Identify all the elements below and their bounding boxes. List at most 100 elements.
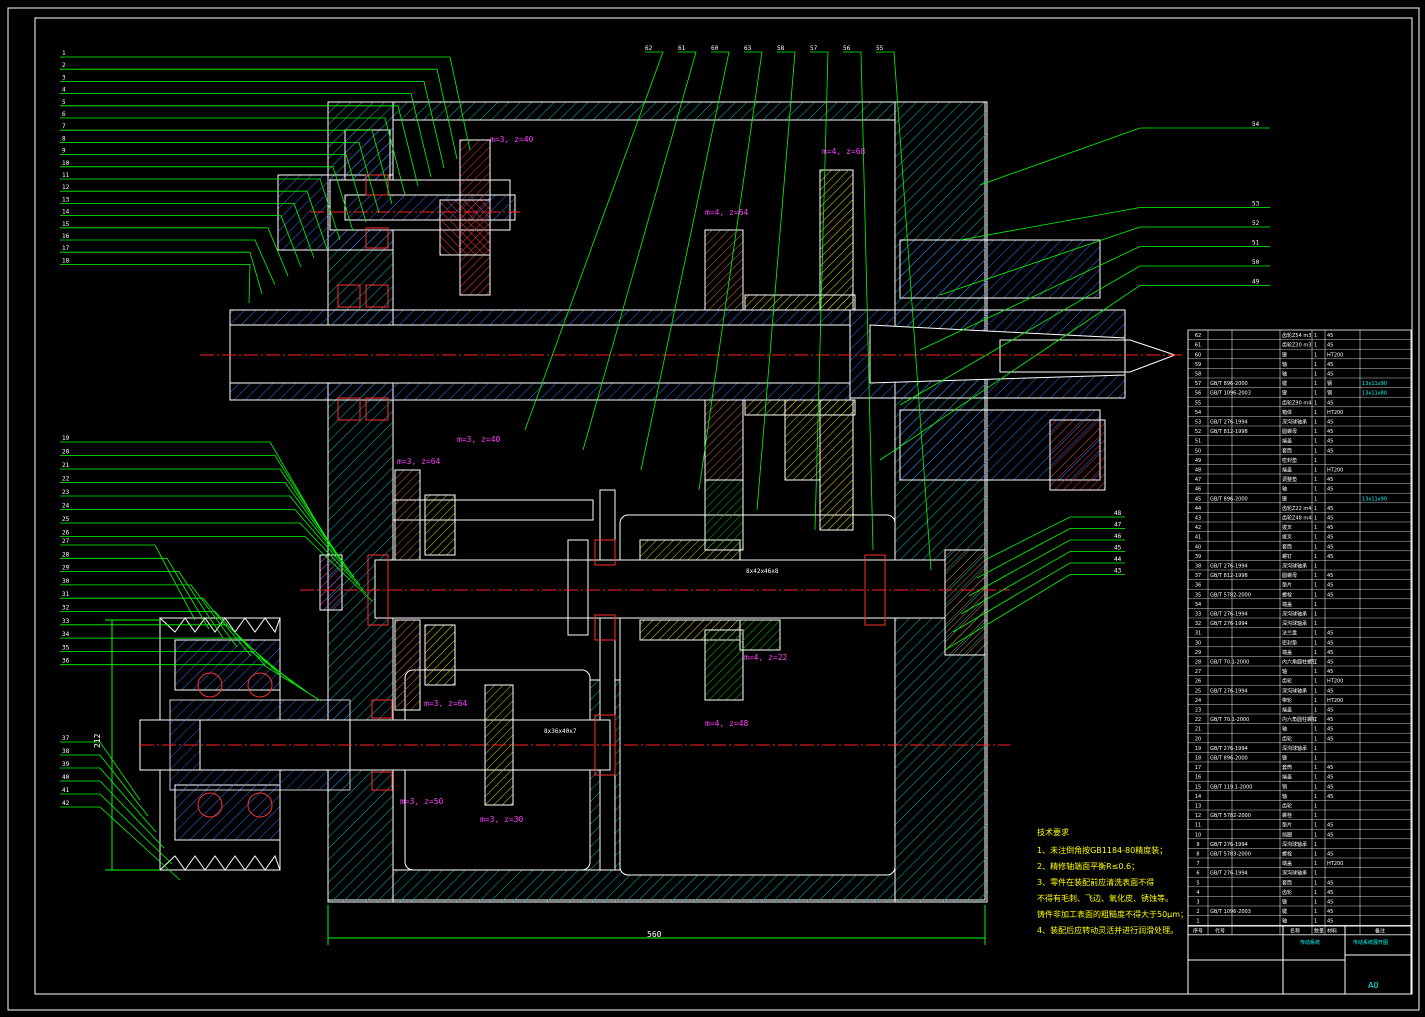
parts-table-cell: 套筒 [1282,879,1292,886]
tech-req-line: 铸件非加工表面的粗糙度不得大于50μm； [1037,909,1188,919]
parts-table-cell: 27 [1195,669,1201,675]
part-number-label: 18 [62,257,70,264]
part-number-label: 20 [62,449,70,456]
leader-line [60,584,238,648]
middle-shaft [319,469,986,711]
parts-table-cell: 55 [1195,400,1201,406]
parts-table-cell: 43 [1195,516,1201,522]
part-number-label: 48 [1114,510,1122,517]
leader-line [60,251,263,295]
part-number-label: 50 [1252,259,1260,266]
parts-table-header: 备注 [1375,927,1385,934]
leader-line [976,528,1125,579]
school-label: 传动系统 [1300,939,1320,946]
parts-table-cell: 键 [1282,351,1287,358]
parts-table-cell: 挡圈 [1282,831,1292,838]
parts-table-cell: 45 [1327,420,1333,426]
parts-table-cell: GB/T 70.1-2000 [1210,660,1249,666]
part-number-label: 25 [62,516,70,523]
part-number-label: 14 [62,209,70,216]
part-number-label: 60 [711,45,719,52]
gear-note: m=3, z=64 [397,457,441,466]
parts-table-cell: 34 [1195,602,1201,608]
parts-table-cell: 46 [1195,487,1201,493]
parts-table-cell: 10 [1195,832,1201,838]
parts-table-cell: 1 [1314,564,1317,570]
parts-table-cell: 45 [1327,592,1333,598]
part-number-label: 19 [62,435,70,442]
gear-note: m=4, z=68 [822,147,866,156]
parts-table-cell: 端盖 [1282,860,1292,867]
part-number-label: 55 [876,45,884,52]
leader-line [524,51,664,431]
parts-table-cell: 箱体 [1282,409,1292,416]
parts-table-cell: 52 [1195,429,1201,435]
parts-table-cell: 45 [1327,535,1333,541]
leader-line [756,51,796,511]
part-number-label: 8 [62,135,66,142]
parts-table-cell: 49 [1195,458,1201,464]
parts-table-cell: 1 [1314,794,1317,800]
parts-table-cell: 48 [1195,468,1201,474]
part-number-label: 45 [1114,545,1122,552]
parts-table-cell: 端盖 [1282,601,1292,608]
parts-table-cell: 内六角圆柱螺钉 [1282,716,1317,723]
parts-table-cell: GB/T 276-1994 [1210,612,1248,618]
leader-line [60,522,367,594]
parts-table-cell: 1 [1314,506,1317,512]
parts-table-cell: 1 [1314,516,1317,522]
parts-table-cell: HT200 [1327,679,1343,685]
leader-line [60,536,373,602]
part-number-label: 34 [62,631,70,638]
parts-table-cell: 45 [1327,919,1333,925]
parts-table-cell: GB/T 896-2000 [1210,381,1248,387]
part-number-label: 51 [1252,240,1260,247]
parts-table-cell: 深沟球轴承 [1282,419,1307,426]
leader-line [60,806,181,881]
parts-table-cell: 端盖 [1282,707,1292,714]
parts-table-cell: 带轮 [1282,697,1292,704]
part-number-label: 26 [62,530,70,537]
parts-table-cell: 垫片 [1282,582,1292,589]
parts-table-cell: 45 [1327,880,1333,886]
parts-table-header: 序号 [1193,927,1203,934]
parts-table-cell: HT200 [1327,410,1343,416]
parts-table-cell: 1 [1314,708,1317,714]
parts-table-cell: 40 [1195,544,1201,550]
parts-table-cell: 45 [1327,660,1333,666]
parts-table-cell: 轴 [1282,361,1287,368]
parts-table-cell: 1 [1314,487,1317,493]
parts-table-cell: 1 [1314,468,1317,474]
parts-table-cell: 11 [1195,823,1201,829]
part-number-label: 42 [62,800,70,807]
tech-req-title: 技术要求 [1037,827,1069,837]
parts-table-cell: 22 [1195,717,1201,723]
parts-table-cell: 6 [1196,871,1199,877]
parts-table-cell: 轴 [1282,371,1287,378]
parts-table-cell: 45 [1327,439,1333,445]
part-number-label: 63 [744,45,752,52]
part-labels: 1234567891011121314151617181920212223242… [62,45,1260,807]
part-number-label: 7 [62,123,66,130]
part-number-label: 3 [62,74,66,81]
parts-table-cell: 15 [1195,784,1201,790]
parts-table-cell: 齿轮 [1282,678,1292,685]
parts-table-cell: 齿轮Z90 m4 [1282,399,1311,406]
parts-table-cell: 1 [1314,612,1317,618]
parts-table-cell: 键 [1282,899,1287,906]
leader-line [60,482,349,570]
parts-table-cell: 45 [1327,717,1333,723]
parts-table-cell: GB/T 1096-2003 [1210,909,1251,915]
parts-table-cell: 3 [1196,900,1199,906]
parts-table-cell: 1 [1314,679,1317,685]
leader-line [60,215,302,268]
parts-table-cell: 键 [1282,495,1287,502]
parts-table-cell: 键 [1282,908,1287,915]
leader-line [60,129,393,205]
leader-line [60,468,343,562]
parts-table-cell: 键 [1282,380,1287,387]
parts-table-cell: 钢 [1327,380,1332,387]
leader-line [843,51,874,551]
leader-line [60,509,361,586]
leader-line [984,516,1125,561]
